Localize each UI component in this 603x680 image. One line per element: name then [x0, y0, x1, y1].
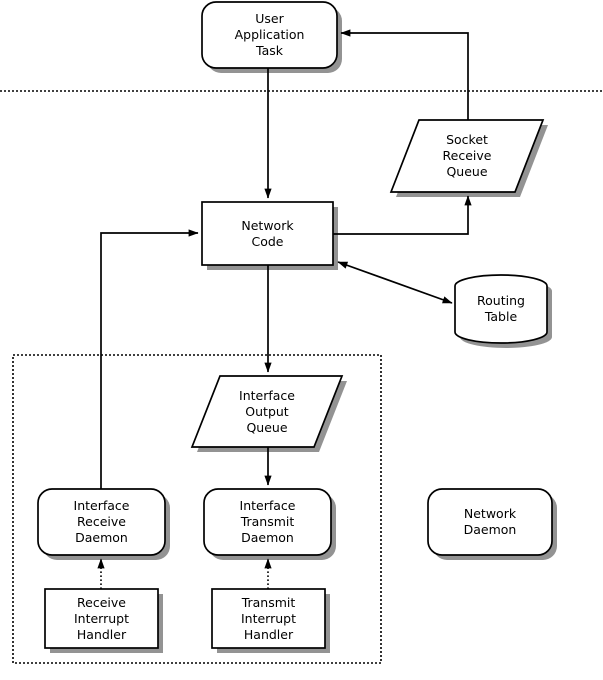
transmit-interrupt-handler-shape[interactable] — [211, 588, 326, 649]
network-daemon-group-boundary — [12, 354, 382, 664]
edge-network-code-to-socket-receive-queue — [333, 195, 472, 235]
network-code-shape[interactable] — [201, 201, 334, 266]
socket-receive-queue-shape[interactable] — [389, 119, 545, 193]
edge-network-code-routing-table-bidirectional — [337, 261, 453, 304]
edge-socket-receive-queue-to-user-application-task — [340, 29, 469, 120]
edge-interface-receive-daemon-to-network-code — [100, 229, 199, 489]
interface-output-queue-shape[interactable] — [190, 375, 344, 448]
routing-table-shape[interactable] — [454, 274, 548, 344]
network-daemon-legend-shape[interactable] — [427, 488, 553, 556]
interface-receive-daemon-shape[interactable] — [37, 488, 166, 556]
receive-interrupt-handler-shape[interactable] — [44, 588, 159, 649]
interface-transmit-daemon-shape[interactable] — [203, 488, 332, 556]
user-application-task-shape[interactable] — [201, 1, 338, 69]
